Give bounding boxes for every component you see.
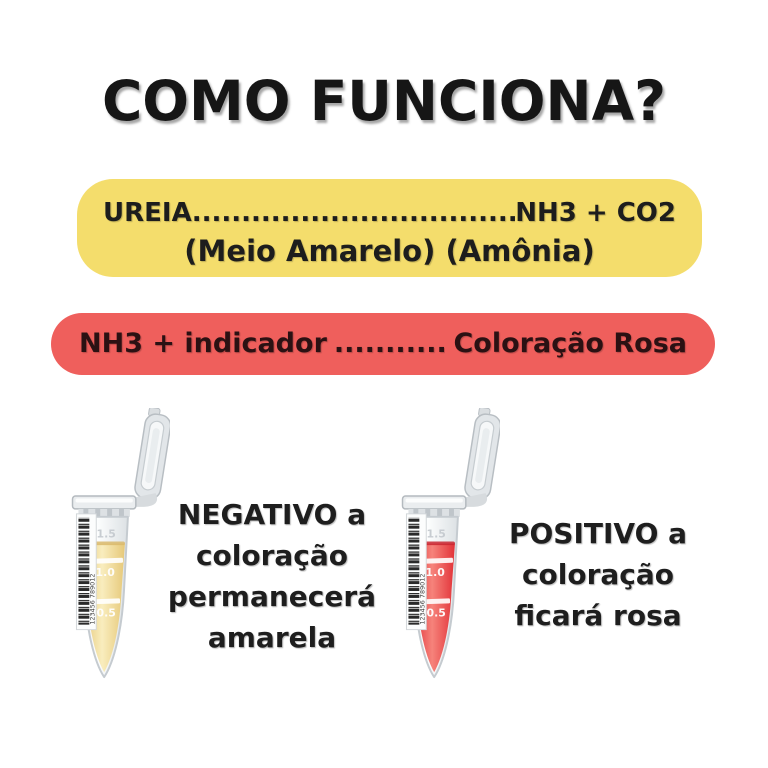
graduation-mark: 0.5 [427,607,446,620]
urea-equation-left: UREIA [103,198,192,228]
graduation-mark: 1.0 [426,566,446,579]
barcode-number: 123456 789012 [88,574,96,625]
negative-caption-line: amarela [207,621,337,654]
tube-flange [401,495,467,517]
tube-cap-open [134,408,170,500]
positive-tube-illustration: 1.5 1.0 0.5 123456 789012 [401,408,500,679]
urea-equation: UREIA ..................................… [103,197,676,229]
indicator-equation-left: NH3 + indicador [79,328,327,359]
negative-caption-line: NEGATIVO a [177,498,367,531]
negative-caption: NEGATIVO a coloração permanecerá amarela [148,494,396,658]
cap-hinge [131,493,158,507]
negative-caption-line: permanecerá [167,580,377,613]
positive-caption-line: coloração [521,558,675,591]
tube-flange [71,495,137,517]
urea-reaction-banner: UREIA ..................................… [77,179,702,277]
graduation-mark: 1.5 [427,528,446,541]
positive-caption-line: POSITIVO a [508,517,688,550]
barcode-label: 123456 789012 [405,513,427,631]
page-title: COMO FUNCIONA? [101,69,667,133]
dotted-leader: ........................................… [191,198,516,228]
urea-equation-right: NH3 + CO2 [515,198,676,228]
barcode-label: 123456 789012 [75,513,97,631]
graduation-mark: 1.0 [96,566,116,579]
negative-caption-line: coloração [195,539,349,572]
indicator-equation-right: Coloração Rosa [453,328,687,359]
negative-tube-illustration: 1.5 1.0 0.5 123456 789012 [71,408,170,679]
tube-cap-open [464,408,500,500]
indicator-reaction-banner: NH3 + indicador ........................… [51,313,715,375]
positive-caption-line: ficará rosa [514,599,682,632]
graduation-mark: 1.5 [97,528,116,541]
dotted-leader: .............................. [333,328,446,359]
positive-caption: POSITIVO a coloração ficará rosa [478,513,718,636]
graduation-mark: 0.5 [97,607,116,620]
cap-hinge [461,493,488,507]
urea-equation-subtitle: (Meio Amarelo) (Amônia) [184,234,595,268]
barcode-number: 123456 789012 [418,574,426,625]
